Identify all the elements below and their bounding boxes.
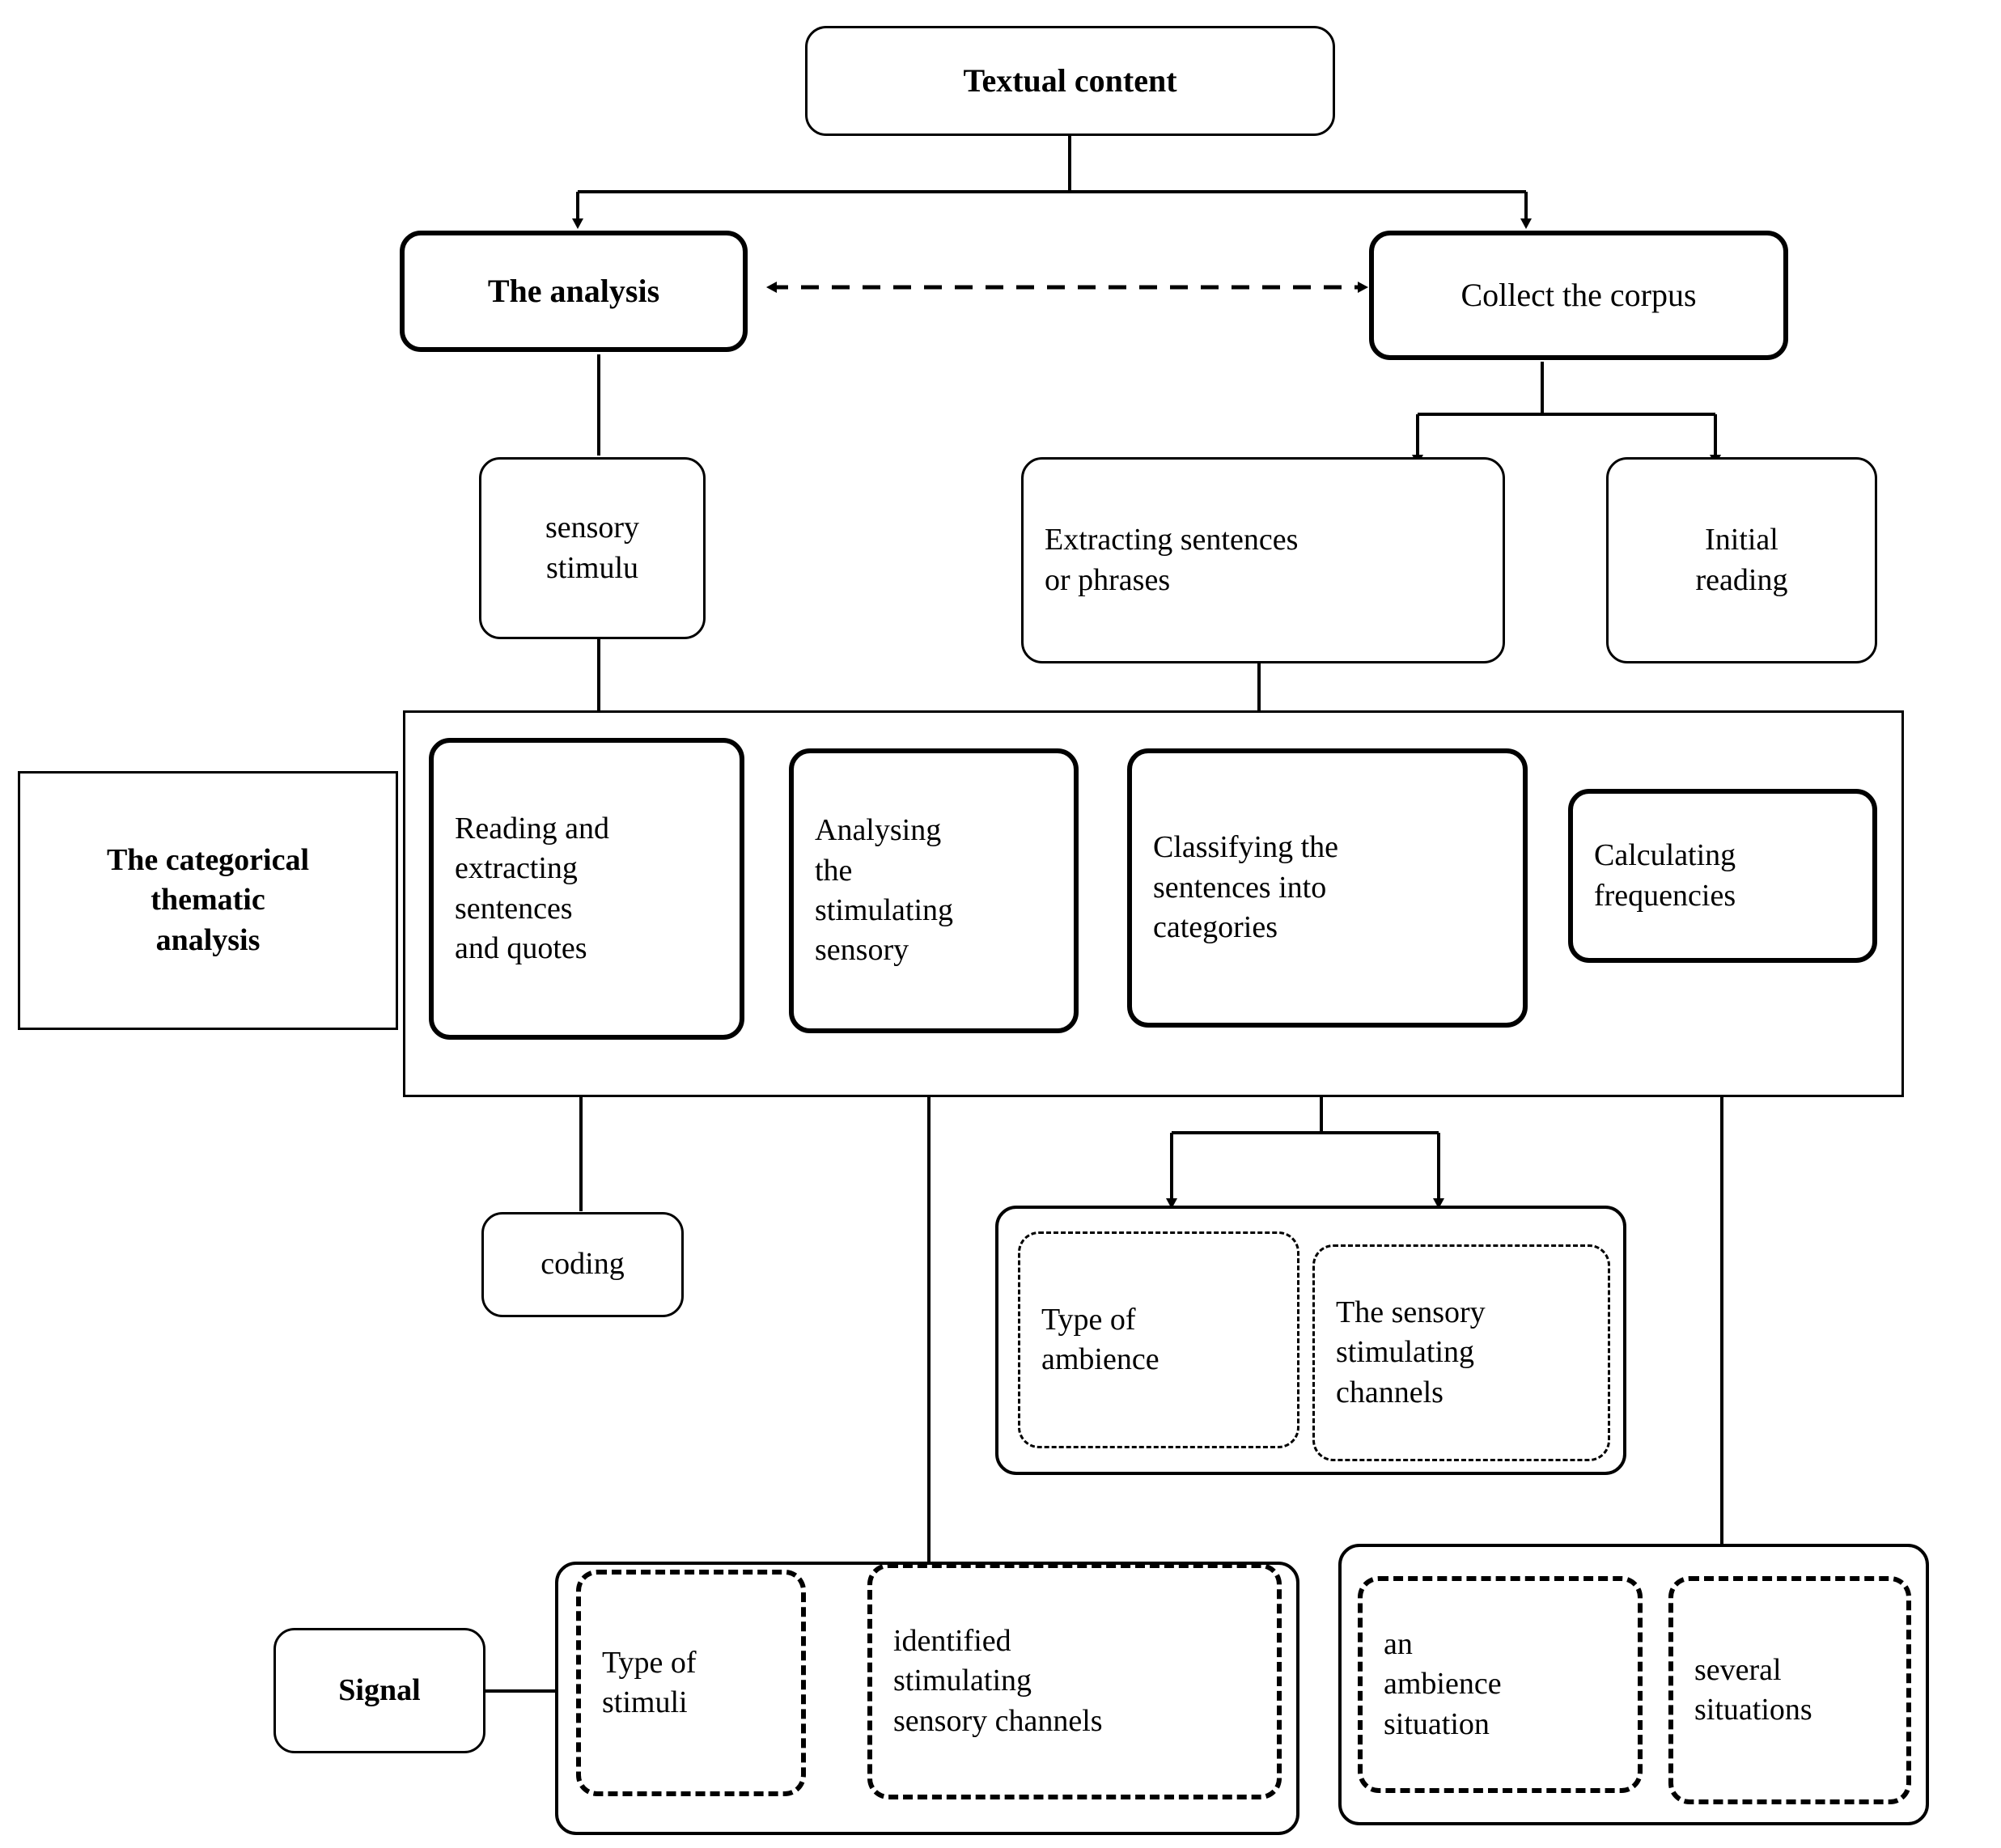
node-initial-reading-label: Initial reading bbox=[1695, 523, 1788, 597]
node-step-calculating-label: Calculating frequencies bbox=[1594, 838, 1736, 913]
node-type-of-stimuli-label: Type of stimuli bbox=[602, 1645, 697, 1719]
node-collect-the-corpus[interactable]: Collect the corpus bbox=[1369, 231, 1788, 360]
node-sensory-stimulu-label: sensory stimulu bbox=[545, 511, 640, 585]
node-categorical-thematic-analysis-label: The categorical thematic analysis bbox=[18, 771, 398, 1030]
node-extracting-sentences-label: Extracting sentences or phrases bbox=[1045, 523, 1299, 597]
node-collect-the-corpus-label: Collect the corpus bbox=[1460, 277, 1697, 313]
node-signal-label[interactable]: Signal bbox=[273, 1628, 485, 1753]
node-signal-label-text: Signal bbox=[338, 1672, 421, 1707]
node-step-reading-extracting[interactable]: Reading and extracting sentences and quo… bbox=[429, 738, 744, 1040]
node-type-of-ambience[interactable]: Type of ambience bbox=[1018, 1231, 1299, 1448]
node-several-situations[interactable]: several situations bbox=[1668, 1576, 1911, 1804]
group-ambience-outputs bbox=[995, 1206, 1626, 1475]
categorical-side-label-text: The categorical thematic analysis bbox=[106, 842, 310, 957]
node-type-of-ambience-label: Type of ambience bbox=[1041, 1302, 1159, 1376]
node-extracting-sentences[interactable]: Extracting sentences or phrases bbox=[1021, 457, 1505, 663]
group-signal-outputs bbox=[555, 1562, 1299, 1835]
node-sensory-stimulating-channels-label: The sensory stimulating channels bbox=[1336, 1295, 1486, 1409]
node-identified-stimulating-channels-label: identified stimulating sensory channels bbox=[893, 1623, 1103, 1738]
node-sensory-stimulu[interactable]: sensory stimulu bbox=[479, 457, 706, 639]
node-coding[interactable]: coding bbox=[481, 1212, 684, 1317]
node-an-ambience-situation[interactable]: an ambience situation bbox=[1358, 1576, 1643, 1793]
node-several-situations-label: several situations bbox=[1694, 1652, 1812, 1727]
node-step-classifying-label: Classifying the sentences into categorie… bbox=[1153, 830, 1339, 945]
node-step-classifying-sentences[interactable]: Classifying the sentences into categorie… bbox=[1127, 748, 1528, 1028]
node-step-analysing-stimulating-sensory[interactable]: Analysing the stimulating sensory bbox=[789, 748, 1079, 1033]
node-coding-label: coding bbox=[541, 1247, 625, 1282]
node-an-ambience-situation-label: an ambience situation bbox=[1384, 1626, 1502, 1741]
node-initial-reading[interactable]: Initial reading bbox=[1606, 457, 1877, 663]
node-step-reading-extracting-label: Reading and extracting sentences and quo… bbox=[455, 811, 610, 965]
node-step-analysing-label: Analysing the stimulating sensory bbox=[815, 813, 953, 968]
node-identified-stimulating-channels[interactable]: identified stimulating sensory channels bbox=[867, 1563, 1282, 1799]
node-the-analysis[interactable]: The analysis bbox=[400, 231, 748, 352]
node-textual-content-label: Textual content bbox=[963, 62, 1177, 99]
node-textual-content[interactable]: Textual content bbox=[805, 26, 1335, 136]
node-type-of-stimuli[interactable]: Type of stimuli bbox=[576, 1570, 806, 1796]
node-the-analysis-label: The analysis bbox=[487, 273, 660, 309]
node-step-calculating-frequencies[interactable]: Calculating frequencies bbox=[1568, 789, 1877, 963]
node-sensory-stimulating-channels[interactable]: The sensory stimulating channels bbox=[1312, 1244, 1610, 1461]
